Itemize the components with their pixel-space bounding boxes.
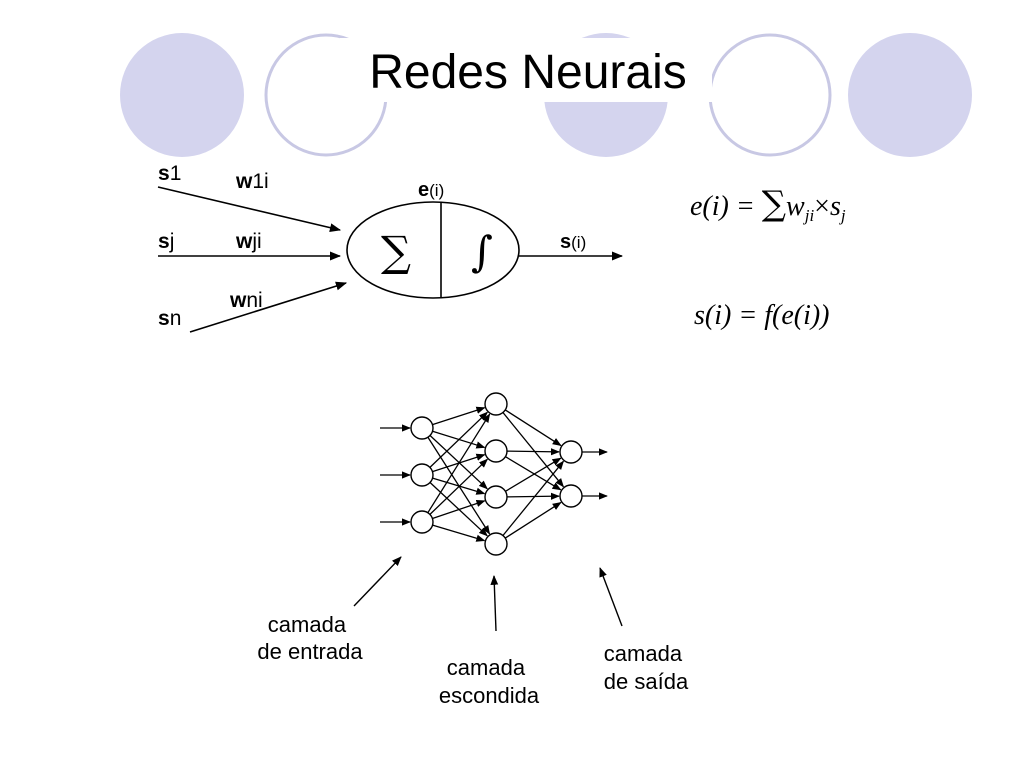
weight-label-w1i: w1i <box>235 170 269 193</box>
neuron-diagram: ∑ ∫ s1 sj sn w1i wji wni e(i) s(i) <box>157 162 624 333</box>
connection-arrow <box>432 406 486 426</box>
connection-arrow <box>429 435 488 490</box>
equations: e(i) = ∑wji×sj s(i) = f(e(i)) <box>690 184 846 331</box>
output-node <box>559 440 583 464</box>
weight-label-wji: wji <box>235 230 262 253</box>
connection-arrow <box>506 448 560 456</box>
caption-arrows <box>353 556 623 632</box>
title-backdrop <box>340 38 712 102</box>
deco-circle-filled <box>848 33 972 157</box>
input-node <box>410 416 434 440</box>
output-label: s(i) <box>560 231 586 253</box>
sum-symbol: ∑ <box>381 227 411 276</box>
pointer-arrow-output <box>599 567 623 627</box>
connection-arrow <box>505 456 562 491</box>
connection-arrow <box>429 458 488 515</box>
connection-arrow <box>432 500 486 520</box>
input-arrow-1 <box>157 186 342 233</box>
deco-circle-filled <box>120 33 244 157</box>
equation-activation: e(i) = ∑wji×sj <box>690 184 846 225</box>
connection-arrow <box>429 411 488 468</box>
input-node <box>410 510 434 534</box>
hidden-node <box>484 532 508 556</box>
hidden-node <box>484 392 508 416</box>
connection-arrow <box>432 477 486 495</box>
connection-arrow <box>505 457 562 492</box>
input-node <box>410 463 434 487</box>
hidden-node <box>484 485 508 509</box>
slide-title: Redes Neurais <box>369 46 686 99</box>
input-label-sn: sn <box>158 307 181 330</box>
caption-input-layer: camada de entrada <box>257 612 363 664</box>
output-node <box>559 484 583 508</box>
activation-label: e(i) <box>418 179 444 201</box>
pointer-arrow-hidden <box>490 575 499 632</box>
connection-arrow <box>502 412 564 488</box>
decorative-circles <box>120 33 972 157</box>
connection-arrow <box>504 409 562 447</box>
caption-output-layer: camada de saída <box>604 641 689 694</box>
input-label-sj: sj <box>158 230 174 253</box>
pointer-arrow-input <box>353 556 402 607</box>
integral-symbol: ∫ <box>471 227 493 276</box>
weight-label-wni: wni <box>229 289 263 312</box>
neuron-body <box>346 201 520 299</box>
connection-arrow <box>432 524 486 542</box>
network-diagram <box>380 392 608 556</box>
input-arrow-n <box>189 281 348 333</box>
connection-arrow <box>502 460 564 536</box>
connection-arrow <box>427 413 491 514</box>
hidden-node <box>484 439 508 463</box>
equation-output: s(i) = f(e(i)) <box>694 300 830 331</box>
connection-arrow <box>506 492 560 500</box>
deco-circle-outline <box>708 33 832 157</box>
caption-hidden-layer: camada escondida <box>439 655 540 708</box>
connection-arrow <box>504 501 562 539</box>
input-label-s1: s1 <box>158 162 181 185</box>
